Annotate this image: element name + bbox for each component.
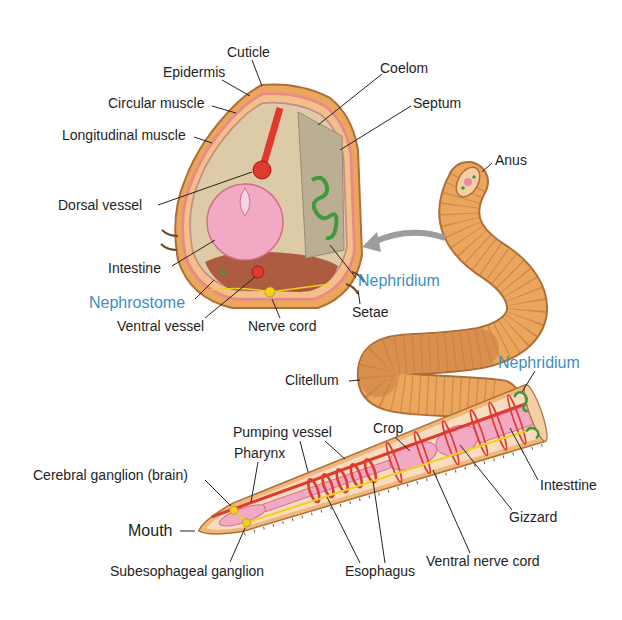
part-label: Ventral vessel [117,318,204,334]
part-label: Pumping vessel [233,424,332,440]
pointer-arrow [362,232,445,252]
part-label: Nephridium [498,355,580,371]
cross-section [161,85,364,308]
part-label: Septum [413,95,461,111]
dissected-body [189,383,552,562]
leader-lines [158,60,538,563]
part-label: Nephrostome [89,295,185,311]
part-label: Coelom [380,60,428,76]
part-label: Nephridium [358,273,440,289]
part-label: Intestine [108,260,161,276]
part-label: Nerve cord [248,318,316,334]
part-label: Clitellum [285,372,339,388]
anus-end [451,163,484,201]
part-label: Mouth [128,523,172,539]
part-label: Pharynx [234,445,285,461]
part-label: Gizzard [509,509,557,525]
part-label: Crop [373,420,403,436]
part-label: Intesttine [540,477,597,493]
part-label: Esophagus [345,563,415,579]
part-label: Ventral nerve cord [426,553,540,569]
part-label: Epidermis [163,64,225,80]
part-label: Subesophageal ganglion [110,563,264,579]
part-label: Longitudinal muscle [62,127,186,143]
part-label: Cerebral ganglion (brain) [33,467,188,483]
part-label: Anus [495,152,527,168]
part-label: Dorsal vessel [58,197,142,213]
part-label: Circular muscle [108,95,204,111]
part-label: Setae [352,304,389,320]
part-label: Cuticle [227,44,270,60]
